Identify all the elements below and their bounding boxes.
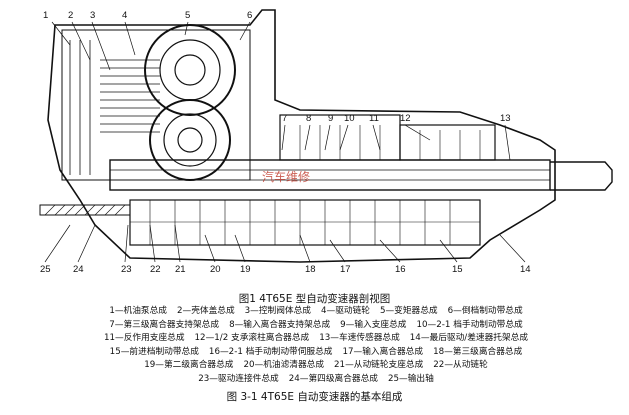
callout-2: 2 — [68, 10, 73, 21]
legend-item: 22—从动链轮 — [433, 360, 488, 370]
legend-row: 15—前进档制动带总成 16—2-1 档手动制动带伺服总成 17—输入离合器总成… — [10, 346, 622, 360]
callout-10: 10 — [344, 113, 355, 124]
legend-row: 23—驱动连接件总成 24—第四级离合器总成 25—输出轴 — [10, 373, 622, 387]
parts-legend: 1—机油泵总成 2—壳体盖总成 3—控制阀体总成 4—驱动链轮 5—变矩器总成 … — [10, 305, 622, 386]
callout-14: 14 — [520, 264, 531, 275]
legend-item: 23—驱动连接件总成 — [198, 373, 279, 384]
callout-17: 17 — [340, 264, 351, 275]
legend-item: 19—第二级离合器总成 — [144, 360, 234, 370]
callout-5: 5 — [185, 10, 190, 21]
callout-16: 16 — [395, 264, 406, 275]
legend-item: 9—输入支座总成 — [340, 319, 407, 330]
callout-9: 9 — [328, 113, 333, 124]
legend-item: 12—1/2 支承滚柱离合器总成 — [194, 333, 310, 343]
legend-item: 18—第三级离合器总成 — [433, 346, 523, 357]
callout-19: 19 — [240, 264, 251, 275]
callout-15: 15 — [452, 264, 463, 275]
callout-7: 7 — [282, 113, 287, 124]
transmission-cutaway-drawing: 汽车维修 1 2 3 4 5 6 7 8 9 10 11 12 13 14 15… — [39, 9, 613, 275]
legend-item: 25—输出轴 — [388, 373, 434, 384]
callout-6: 6 — [247, 10, 252, 21]
callout-21: 21 — [175, 264, 186, 275]
legend-item: 2—壳体盖总成 — [177, 306, 235, 316]
watermark: 汽车维修 — [262, 169, 310, 184]
figure-caption: 图 3-1 4T65E 自动变速器的基本组成 — [226, 391, 403, 403]
figure-title: 图1 4T65E 型自动变速器剖视图 — [238, 293, 391, 305]
legend-item: 8—输入离合器支持架总成 — [229, 319, 331, 330]
callout-1: 1 — [43, 10, 48, 21]
legend-item: 5—变矩器总成 — [379, 306, 438, 316]
callout-12: 12 — [400, 113, 411, 124]
callout-24: 24 — [73, 264, 84, 275]
legend-item: 17—输入离合器总成 — [342, 346, 424, 357]
callout-20: 20 — [210, 264, 221, 275]
legend-item: 10—2-1 档手动制动带总成 — [416, 319, 523, 330]
legend-item: 15—前进档制动带总成 — [109, 346, 199, 357]
legend-item: 1—机油泵总成 — [109, 306, 167, 316]
legend-item: 16—2-1 档手动制动带伺服总成 — [208, 346, 333, 357]
callout-18: 18 — [305, 264, 316, 275]
callout-4: 4 — [122, 10, 127, 21]
legend-item: 7—第三级离合器支持架总成 — [109, 319, 220, 330]
legend-item: 4—驱动链轮 — [321, 306, 370, 316]
callout-25: 25 — [40, 264, 51, 275]
callout-13: 13 — [500, 113, 511, 124]
legend-item: 11—反作用支座总成 — [103, 333, 185, 343]
callout-8: 8 — [306, 113, 311, 124]
callout-11: 11 — [369, 113, 379, 124]
legend-item: 14—最后驱动/差速器托架总成 — [409, 333, 529, 343]
legend-row: 1—机油泵总成 2—壳体盖总成 3—控制阀体总成 4—驱动链轮 5—变矩器总成 … — [10, 305, 622, 319]
callout-23: 23 — [121, 264, 132, 275]
legend-item: 20—机油滤清器总成 — [243, 360, 325, 370]
legend-item: 3—控制阀体总成 — [244, 306, 311, 316]
callout-22: 22 — [150, 264, 161, 275]
legend-row: 7—第三级离合器支持架总成 8—输入离合器支持架总成 9—输入支座总成 10—2… — [10, 319, 622, 333]
legend-row: 19—第二级离合器总成 20—机油滤清器总成 21—从动链轮支座总成 22—从动… — [10, 359, 622, 373]
legend-item: 13—车速传感器总成 — [319, 333, 400, 343]
legend-row: 11—反作用支座总成 12—1/2 支承滚柱离合器总成 13—车速传感器总成 1… — [10, 332, 622, 346]
legend-item: 21—从动链轮支座总成 — [334, 360, 424, 370]
legend-item: 6—倒档制动带总成 — [447, 306, 523, 316]
callout-3: 3 — [90, 10, 95, 21]
legend-item: 24—第四级离合器总成 — [288, 373, 378, 384]
